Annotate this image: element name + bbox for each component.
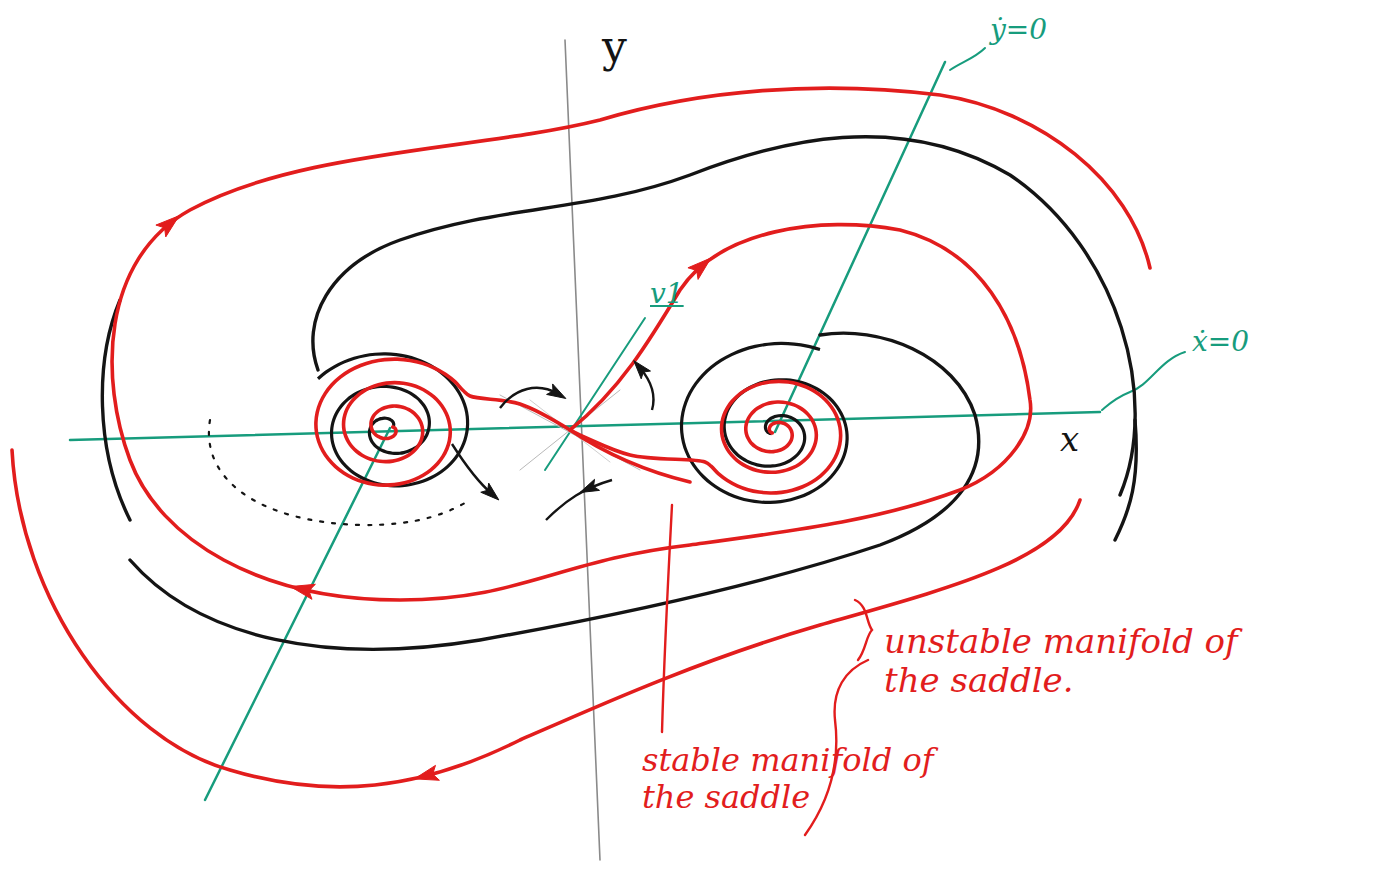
trajectory (130, 333, 979, 649)
manifold-note: stable manifold of the saddle (640, 742, 964, 816)
leader-line (950, 48, 985, 70)
note-bracket (662, 505, 672, 732)
spiral-trajectory (682, 343, 848, 502)
y-nullcline (775, 62, 945, 432)
trajectory (313, 137, 1135, 495)
arrowhead (156, 216, 179, 237)
flow-arrow (500, 388, 558, 408)
stable-manifold (112, 88, 1150, 600)
axis-label: y (600, 22, 629, 73)
arrowhead (481, 483, 499, 500)
arrowhead (688, 258, 711, 279)
arrowhead (547, 384, 566, 399)
y-nullcline (205, 428, 390, 800)
arrowhead (290, 584, 315, 599)
flow-arrow (546, 480, 612, 520)
note-bracket (855, 600, 872, 660)
leader-line (1102, 352, 1185, 410)
arrowhead (634, 361, 651, 379)
dashed-trajectory (209, 420, 470, 525)
arrowhead (580, 479, 600, 492)
outer-trajectory (12, 450, 1080, 787)
trajectory (1115, 420, 1136, 540)
eigenvector-label: v1 (648, 278, 686, 310)
unstable-manifold (570, 381, 841, 493)
flow-arrow (452, 444, 492, 494)
manifold-note: unstable manifold of the saddle. (882, 622, 1256, 700)
arrowhead (414, 765, 439, 780)
nullcline-label: ẋ=0 (1190, 326, 1251, 358)
nullcline-label: ẏ=0 (988, 14, 1049, 46)
unstable-manifold (316, 359, 570, 485)
axis-label: x (1058, 420, 1081, 459)
